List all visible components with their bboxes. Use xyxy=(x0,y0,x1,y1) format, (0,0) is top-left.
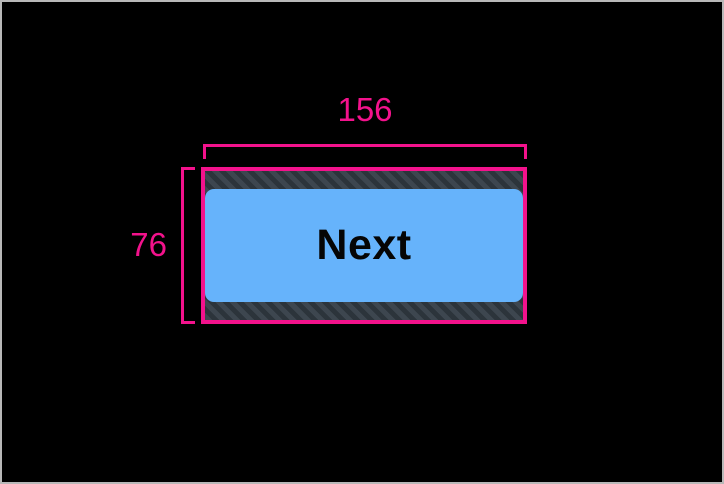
width-bracket-bar xyxy=(203,144,527,147)
height-bracket-cap-top xyxy=(181,167,195,170)
width-measurement-label: 156 xyxy=(337,91,393,128)
selection-outline xyxy=(201,167,527,324)
width-measure-bracket xyxy=(203,144,527,161)
width-bracket-cap-left xyxy=(203,144,206,159)
width-bracket-cap-right xyxy=(524,144,527,159)
next-button[interactable]: Next xyxy=(205,189,523,302)
height-measurement-label: 76 xyxy=(130,226,167,263)
height-measure-bracket xyxy=(181,167,196,324)
height-bracket-bar xyxy=(181,167,184,324)
height-bracket-cap-bottom xyxy=(181,321,195,324)
next-button-bounds[interactable]: Next xyxy=(205,171,523,320)
next-button-label: Next xyxy=(316,221,412,269)
